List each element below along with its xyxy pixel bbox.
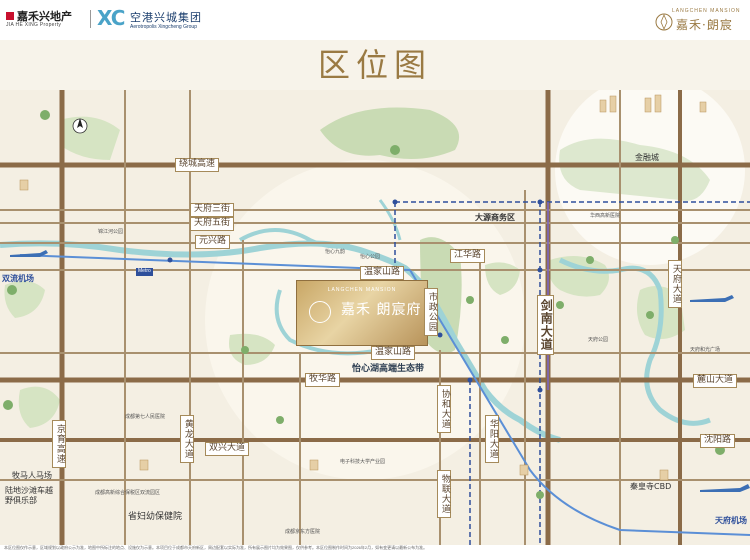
label-tianfu-plaza: 天府和光广场 [690,347,721,353]
project-name-cn: 嘉禾 朗宸府 [341,302,422,318]
road-tianfu-avenue: 天府大道 [668,260,682,308]
location-map: LANGCHEN MANSION 嘉禾 朗宸府 绕城高速 天府三街 天府五街 元… [0,90,750,545]
project-emblem-icon [309,301,331,323]
label-hospital-huaxi: 华西高新医院 [590,213,621,219]
road-muhua: 牧华路 [305,373,341,387]
road-shizheng: 市政公园 [424,288,438,336]
road-jingyu: 京育高速 [52,420,66,468]
road-huanglong: 黄龙大道 [180,415,194,463]
label-club: 陆地沙滩车越野俱乐部 [5,486,53,505]
project-logo-cn: 嘉禾·朗宸 [676,18,733,32]
road-huayang: 华阳大道 [485,415,499,463]
road-raocheng: 绕城高速 [175,158,220,172]
road-shenhua: 沈阳路 [700,434,736,448]
label-jinrong: 金融城 [635,153,659,162]
label-airport-left: 双流机场 [2,274,34,283]
label-yuezhi: 怡心九韵 [325,249,346,255]
label-hospital-7th: 成都第七人民医院 [125,414,166,420]
brand-en: JIA HE XING Property [6,22,62,28]
road-yuanxing: 元兴路 [195,235,231,249]
road-tianfu3: 天府三街 [190,203,235,217]
airplane-icon-left [10,250,48,257]
river-branch1 [239,228,351,249]
label-yixin-park: 怡心公园 [360,254,381,260]
project-name-en: LANGCHEN MANSION [327,287,397,293]
road-tianfu5: 天府五街 [190,217,235,231]
group-name-en: Aerotropolis Xingcheng Group [130,24,197,30]
project-logo-en: LANGCHEN MANSION [672,8,741,14]
road-jiannan: 剑南大道 [537,295,555,355]
river-main [0,240,561,443]
label-cbd: 秦皇寺CBD [630,482,672,491]
disclaimer-footer: 本区位图仅作示意，区域规划以政府公示为准，地图中所标注的地点、设施仅为示意。本项… [0,545,750,560]
river-north [378,199,402,241]
road-wenjiashan-1: 温家山路 [360,266,405,280]
road-wulian: 物联大道 [437,470,451,518]
label-airport-right: 天府机场 [715,516,747,525]
park-southwest [18,386,60,428]
label-fuchanyuan: 省妇幼保健院 [128,512,183,522]
compass-icon [72,118,88,134]
building-icons [19,94,707,481]
park-northeast [559,138,710,201]
park-east [548,256,609,297]
label-horse: 牧马人马场 [12,471,52,480]
road-shuangxing: 双兴大道 [205,442,250,456]
label-scenic-belt: 怡心湖高端生态带 [352,363,425,373]
airplane-icon-right [690,295,750,492]
label-jingdong: 成都京东方医院 [285,529,321,535]
label-tianfu-park: 天府公园 [588,337,609,343]
group-logo-mark: XC [97,6,125,30]
label-jinjiang: 锦江河公园 [98,229,124,235]
brand-logo-left: 嘉禾兴地产 [6,8,72,24]
metro-tag: Metro [136,268,153,276]
header-divider [90,10,91,28]
project-logo-right: LANGCHEN MANSION 嘉禾·朗宸 [654,6,744,36]
metro-lines [19,201,750,545]
roads-secondary [0,90,750,545]
brand-mark-icon [6,12,14,20]
brand-cn: 嘉禾兴地产 [17,10,72,23]
road-lushan: 麓山大道 [693,374,738,388]
metro-stations [167,199,543,393]
road-xiehe: 协和大道 [437,385,451,433]
road-jianghua: 江华路 [450,249,486,263]
project-emblem-icon [655,13,673,31]
header-bar: 嘉禾兴地产 JIA HE XING Property XC 空港兴城集团 Aer… [0,0,750,40]
park-north [320,107,460,159]
label-gaoxin: 成都高新综合保税区双流园区 [95,490,161,496]
project-marker[interactable]: LANGCHEN MANSION 嘉禾 朗宸府 [296,280,428,346]
road-wenjiashan-2: 温家山路 [371,346,416,360]
page-title: 区位图 [317,46,432,84]
label-dianke: 电子科技大学产业园 [340,459,386,465]
label-business: 大源商务区 [475,213,515,222]
park-south [229,333,275,365]
group-name-cn: 空港兴城集团 [130,11,202,24]
